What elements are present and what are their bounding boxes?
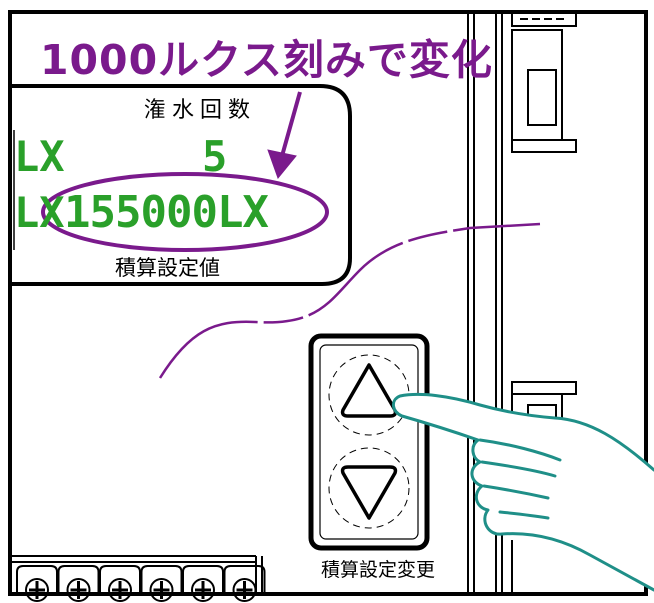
arrow-icon (267, 91, 302, 180)
lcd-row1-value: 5 (202, 132, 228, 181)
break-line (158, 222, 541, 379)
display-header: 潅水回数 (143, 98, 256, 123)
screw-terminal-icon (57, 565, 100, 602)
screw-terminal-icon (223, 565, 266, 602)
screw-terminal-icon (16, 565, 58, 602)
triangle-down-icon (340, 465, 398, 520)
screw-terminal-icon (182, 565, 224, 602)
triangle-up-icon (340, 363, 398, 418)
pointing-hand-icon (392, 392, 654, 592)
display-footer: 積算設定値 (115, 256, 220, 280)
display-panel-frame (10, 84, 352, 286)
annotation-caption: 1000ルクス刻みで変化 (40, 36, 493, 84)
enclosure-outline (8, 10, 648, 596)
lcd-row2-unit: LX (14, 188, 65, 237)
button-pad[interactable] (308, 333, 430, 551)
highlight-ellipse (41, 172, 329, 252)
screw-terminal-icon (140, 565, 183, 602)
down-button[interactable] (328, 447, 410, 529)
terminal-row (16, 565, 266, 602)
up-button[interactable] (328, 354, 410, 436)
button-pad-caption: 積算設定変更 (320, 559, 435, 581)
lcd-row2-value: 155000LX (64, 187, 269, 238)
lcd-row1-unit: LX (14, 132, 65, 181)
screw-terminal-icon (99, 565, 141, 602)
